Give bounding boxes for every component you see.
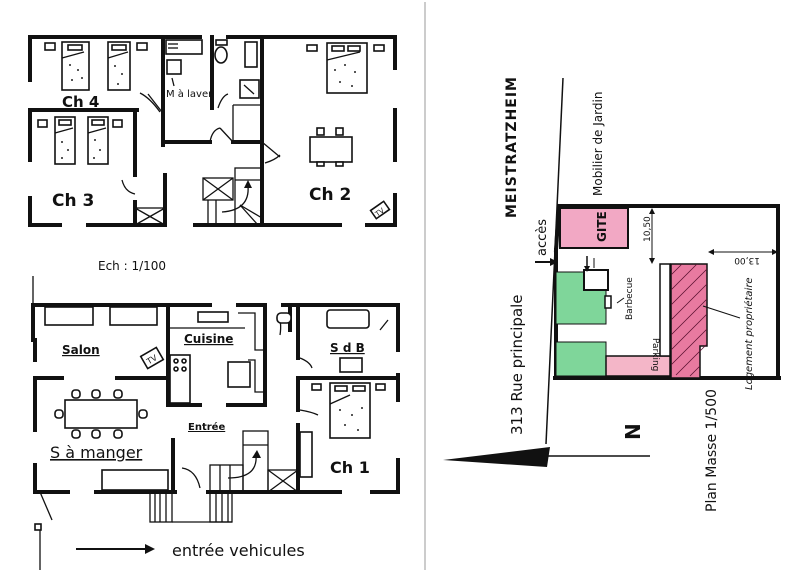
- double-bed-icon: [326, 42, 368, 94]
- bed-icon: [61, 41, 90, 91]
- kitchen-table-icon: [227, 361, 251, 388]
- owner-housing-building: [670, 263, 708, 379]
- tv-icon: TV: [139, 346, 165, 370]
- nightstand-icon: [136, 42, 148, 51]
- dimension-depth: 10,50: [643, 216, 653, 242]
- garden-furniture-icon: [583, 269, 609, 291]
- upper-floor-plan: Ch 4 Ch 3 M à laver: [28, 35, 397, 227]
- sink-icon: [165, 39, 203, 55]
- nightstand-icon: [112, 119, 123, 128]
- access-arrow-icon: [550, 258, 558, 266]
- bed-icon: [107, 41, 131, 91]
- nightstand-icon: [375, 383, 386, 391]
- svg-text:N: N: [621, 423, 645, 440]
- nightstand-icon: [44, 42, 56, 51]
- bed-icon: [54, 116, 76, 165]
- toilet-icon: [276, 312, 292, 324]
- owner-housing-label: Logement propriétaire: [743, 277, 755, 390]
- gite-building: [559, 207, 629, 249]
- site-plan-title: Plan Masse 1/500: [704, 389, 720, 512]
- washing-machine-icon: [166, 59, 182, 75]
- site-plan: GITE 10,50 13,00 MEISTRATZHEIM accès 313…: [443, 76, 781, 512]
- room-label-cuisine: Cuisine: [184, 332, 233, 346]
- street-label: 313 Rue principale: [508, 294, 526, 435]
- double-bed-icon: [329, 382, 371, 439]
- ground-floor-plan: Salon TV Cuisine S d B S à manger Entrée: [31, 276, 400, 570]
- gite-label: GITE: [595, 211, 609, 242]
- room-label-entree: Entrée: [188, 421, 225, 433]
- stove-icon: [169, 354, 191, 404]
- sideboard-icon: [101, 469, 169, 491]
- access-label: accès: [535, 219, 550, 256]
- gate-post-icon: [34, 523, 42, 531]
- room-label-ch4: Ch 4: [62, 93, 99, 111]
- bed-icon: [87, 116, 109, 165]
- nightstand-icon: [37, 119, 48, 128]
- room-label-s-a-manger: S à manger: [50, 443, 143, 462]
- kitchen-sink-icon: [197, 311, 229, 323]
- room-label-sdb: S d B: [330, 341, 365, 355]
- room-label-ch2: Ch 2: [309, 185, 351, 205]
- toilet-icon: [214, 46, 228, 64]
- nightstand-icon: [311, 383, 322, 391]
- town-label: MEISTRATZHEIM: [504, 76, 520, 218]
- garden-furniture-label: Mobilier de Jardin: [591, 92, 605, 196]
- room-label-ch1: Ch 1: [330, 458, 370, 477]
- washing-machine-label: M à laver: [166, 88, 213, 100]
- room-label-ch3: Ch 3: [52, 191, 94, 211]
- barbecue-label: Barbecue: [625, 277, 635, 320]
- north-arrow-icon: N: [443, 423, 650, 467]
- parking-label: Parking: [650, 338, 660, 371]
- wardrobe-icon: [299, 431, 313, 478]
- arrow-right-icon: [145, 544, 155, 554]
- table-icon: [309, 127, 353, 167]
- sofa-icon: [109, 306, 158, 326]
- garden-area: [555, 341, 607, 377]
- tv-icon: TV: [369, 200, 391, 220]
- scale-label: Ech : 1/100: [98, 259, 166, 273]
- parking-strip: [605, 355, 671, 377]
- washbasin-icon: [244, 41, 258, 68]
- dining-table-icon: [54, 389, 148, 439]
- barbecue-icon: [604, 295, 612, 309]
- washbasin-icon: [339, 357, 363, 373]
- room-label-salon: Salon: [62, 343, 100, 357]
- shower-icon: [239, 79, 260, 99]
- nightstand-icon: [373, 44, 385, 52]
- vehicle-entry-label: entrée vehicules: [172, 541, 305, 560]
- dimension-width: 13,00: [734, 255, 760, 265]
- sofa-icon: [44, 306, 94, 326]
- vehicle-entry-indicator: entrée vehicules: [76, 541, 305, 560]
- bathtub-icon: [326, 309, 370, 329]
- nightstand-icon: [306, 44, 318, 52]
